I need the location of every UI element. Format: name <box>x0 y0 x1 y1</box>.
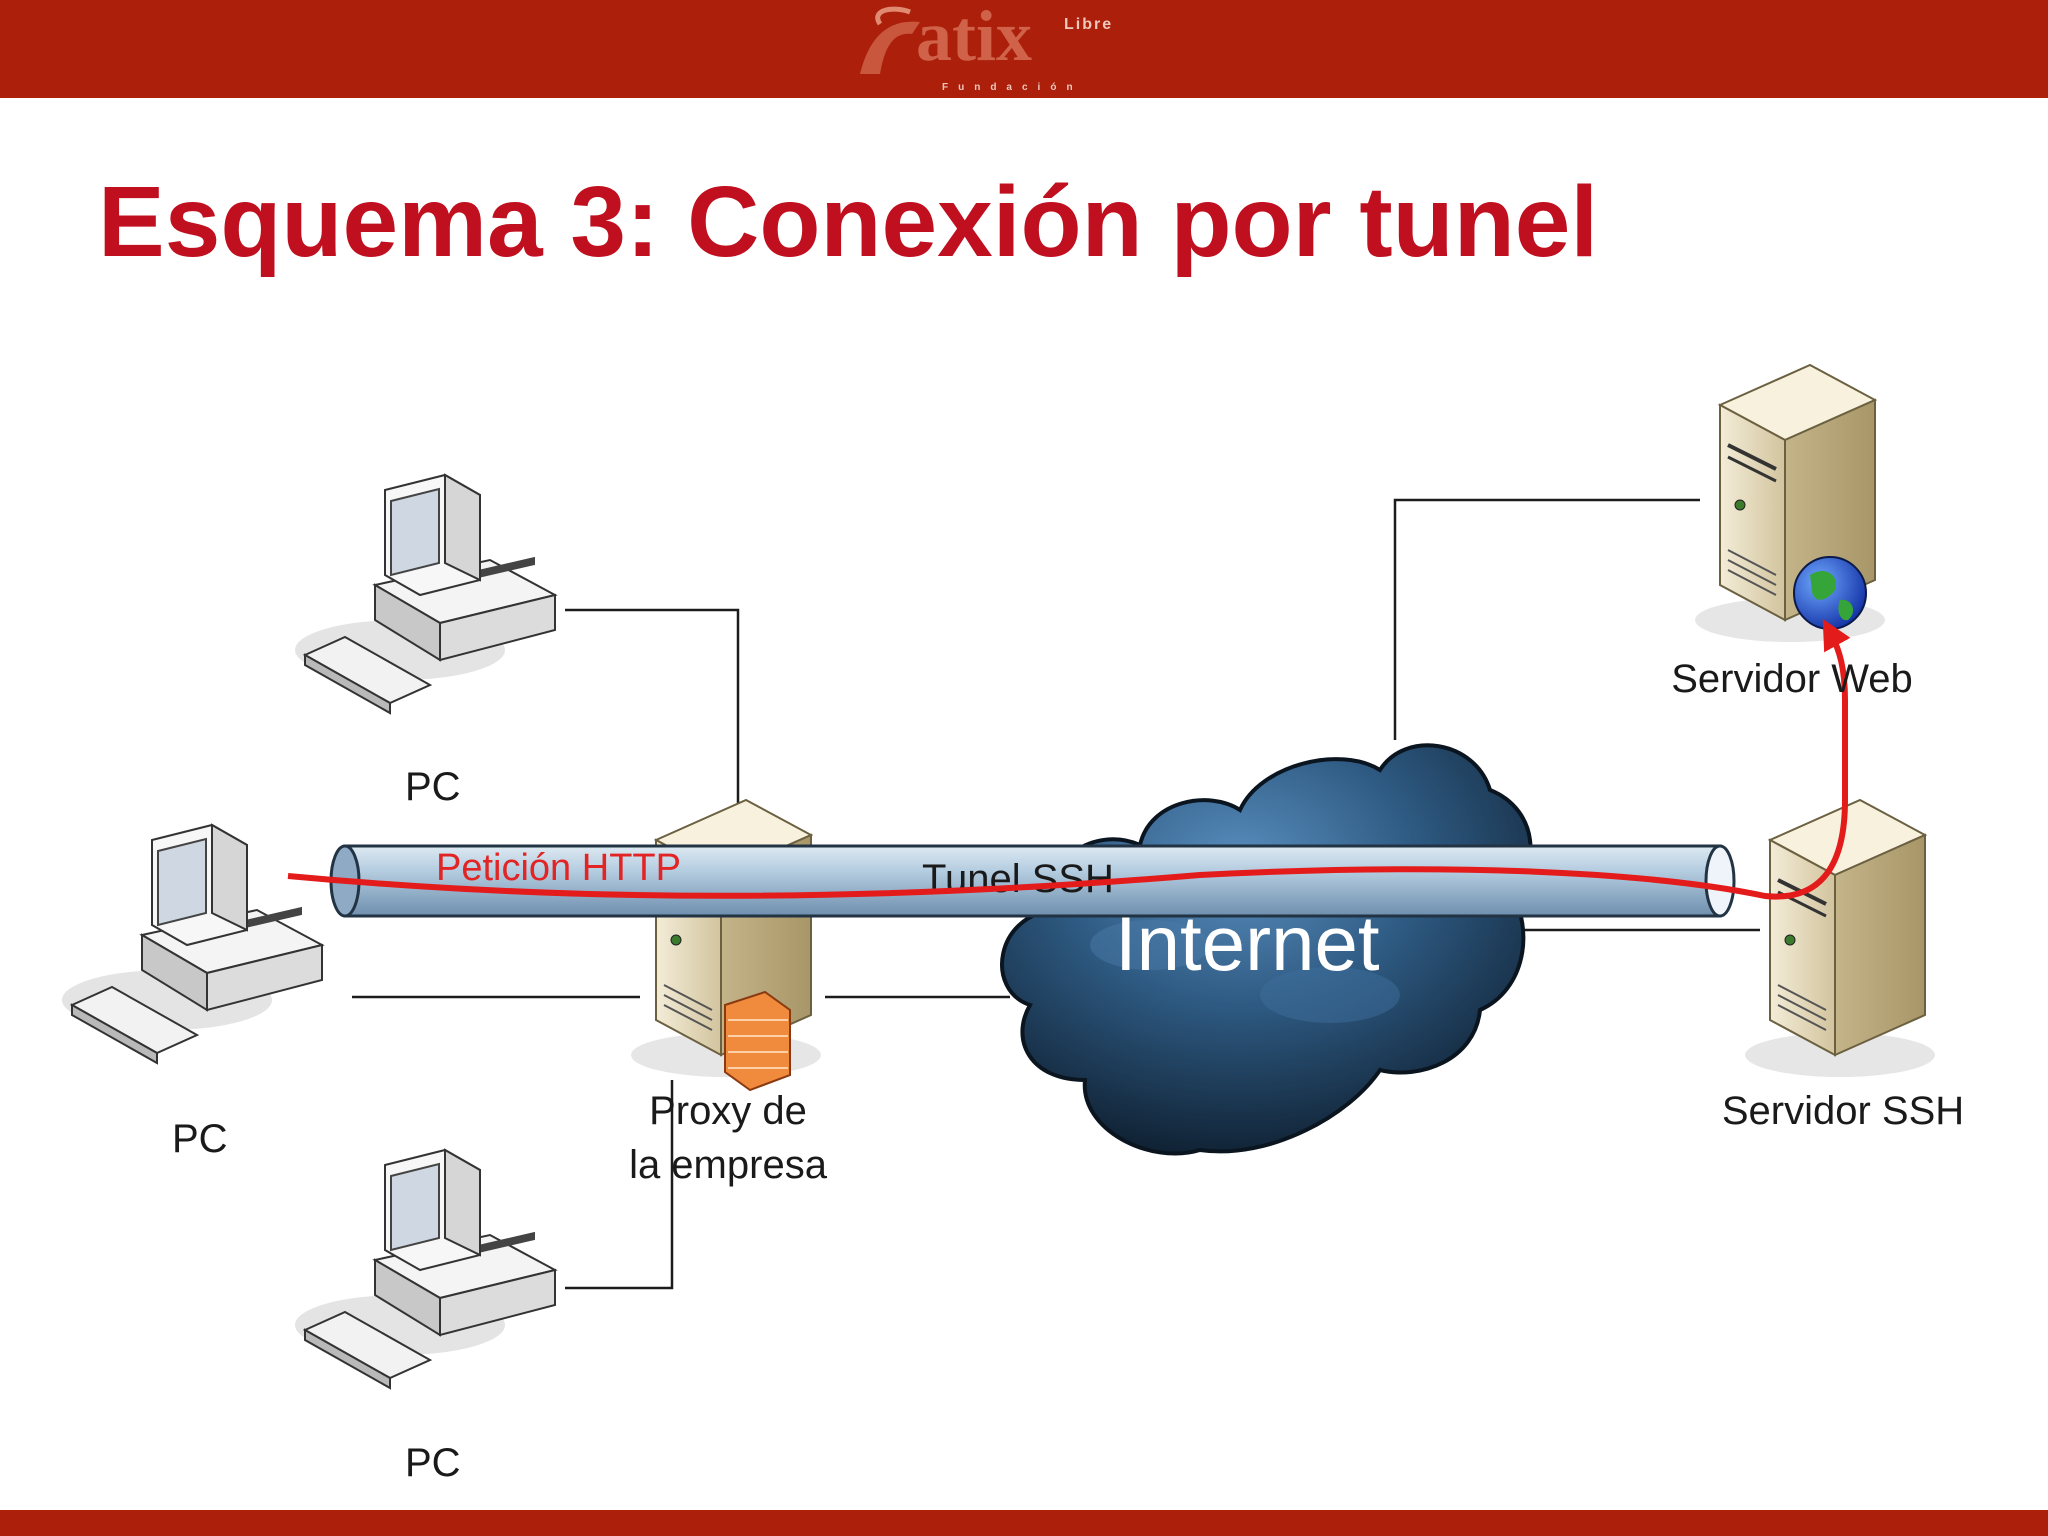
link-pc-bottom-proxy <box>565 1080 674 1290</box>
pc-top-label: PC <box>405 765 461 809</box>
pc-left-icon <box>61 824 323 1064</box>
ssh-server-label: Servidor SSH <box>1722 1089 1964 1133</box>
pc-bottom-label: PC <box>405 1441 461 1485</box>
link-pc-top-proxy <box>565 608 740 820</box>
request-label: Petición HTTP <box>436 847 681 889</box>
pc-top-icon <box>294 474 556 714</box>
pc-bottom-icon <box>294 1149 556 1389</box>
proxy-server-icon <box>629 798 823 1092</box>
web-server-label: Servidor Web <box>1671 657 1913 701</box>
firewall-icon <box>724 990 791 1092</box>
tunnel-label: Tunel SSH <box>922 857 1114 901</box>
proxy-label-line1: Proxy de <box>649 1089 807 1133</box>
footer-bar <box>0 1510 2048 1536</box>
header-bar: atix Libre Fundación <box>0 0 2048 98</box>
logo-wordmark: atix <box>916 0 1032 76</box>
link-internet-web <box>1393 498 1700 740</box>
slide-title: Esquema 3: Conexión por tunel <box>98 166 1599 278</box>
pc-left-label: PC <box>172 1117 228 1161</box>
logo-libre: Libre <box>1064 16 1114 33</box>
http-request-path <box>287 618 1851 900</box>
globe-icon <box>1793 556 1867 630</box>
bull-logo-icon <box>860 6 920 74</box>
proxy-label-line2: la empresa <box>629 1143 828 1187</box>
logo-fundacion: Fundación <box>942 82 1083 93</box>
fundacion-atix-logo: atix Libre Fundación <box>850 0 1130 96</box>
connection-lines <box>352 498 1760 1290</box>
